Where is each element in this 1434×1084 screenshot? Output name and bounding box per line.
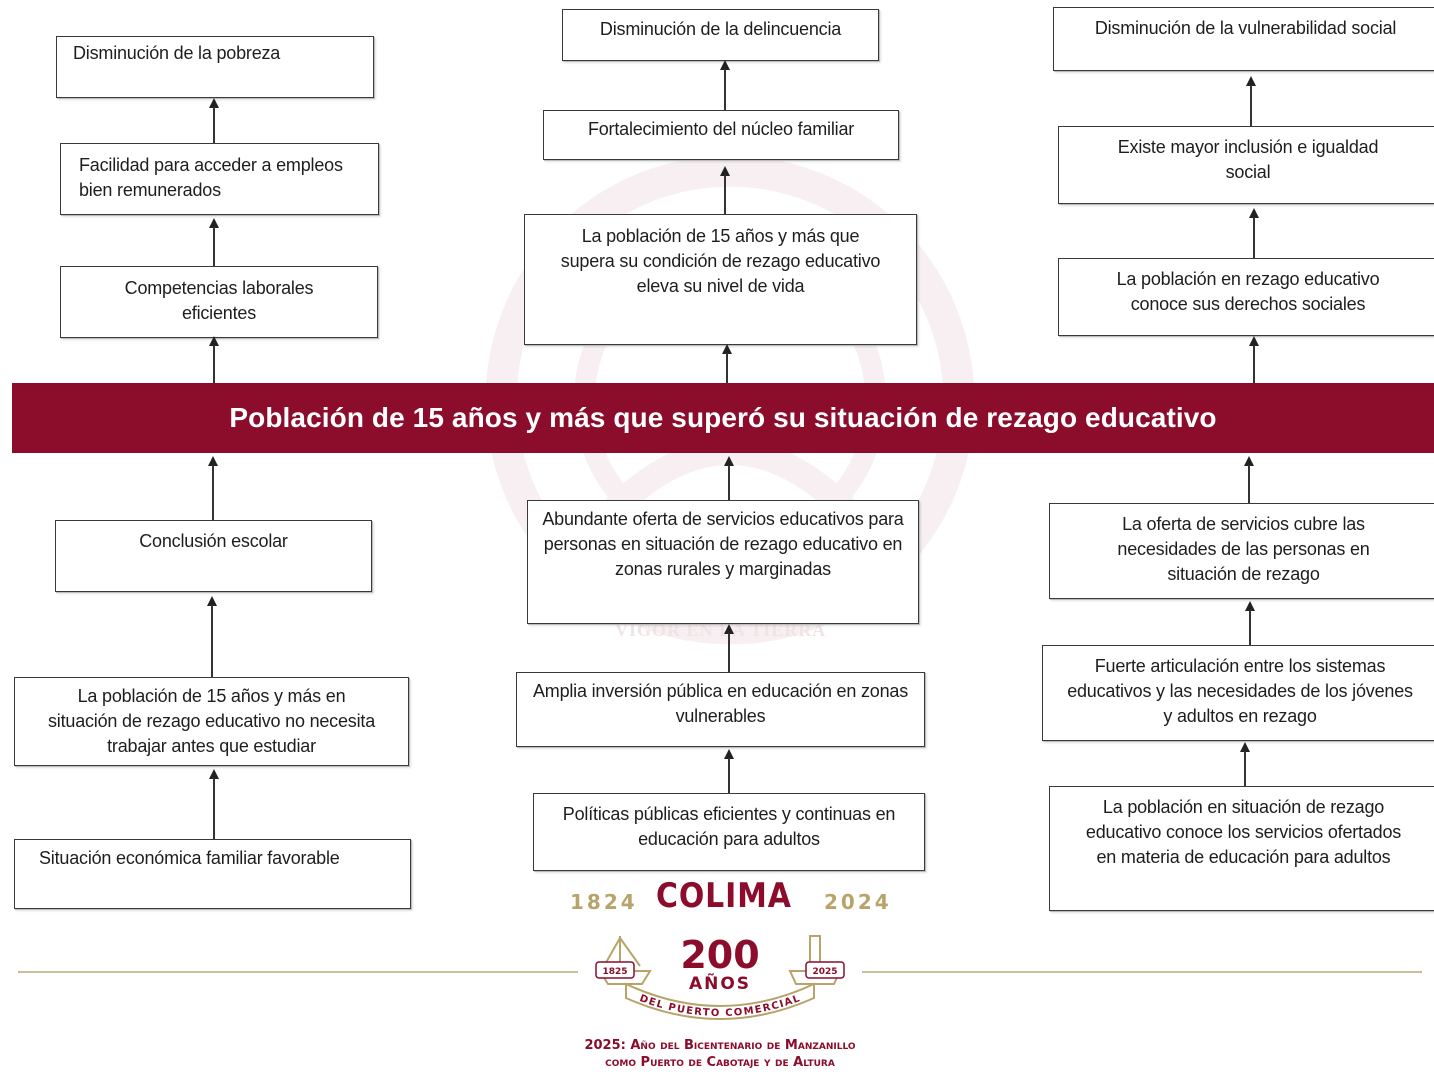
arrow-up-icon <box>724 624 734 672</box>
arrow-up-icon <box>209 98 219 143</box>
arrow-up-icon <box>208 456 218 520</box>
footer-caption: 2025: Año del Bicentenario de Manzanillo… <box>490 1037 950 1071</box>
means-right-1: La oferta de servicios cubre las necesid… <box>1049 503 1434 599</box>
arrow-up-icon <box>1240 742 1250 786</box>
arrow-up-icon <box>207 596 217 677</box>
footer-divider-right <box>862 971 1422 973</box>
arrow-up-icon <box>724 749 734 793</box>
effect-right-3: La población en rezago educativo conoce … <box>1058 258 1434 336</box>
arrow-up-icon <box>209 218 219 266</box>
footer-year-start: 1824 <box>570 890 638 914</box>
arrow-up-icon <box>209 769 219 839</box>
arrow-up-icon <box>724 456 734 500</box>
arrow-up-icon <box>1249 336 1259 383</box>
arrow-up-icon <box>720 60 730 110</box>
arrow-up-icon <box>1245 601 1255 645</box>
effect-left-2: Facilidad para acceder a empleos bien re… <box>60 143 379 215</box>
effect-center-1: Disminución de la delincuencia <box>562 9 879 61</box>
effect-left-1: Disminución de la pobreza <box>56 36 374 98</box>
arrow-up-icon <box>1246 76 1256 126</box>
emblem-number: 200 <box>680 933 759 977</box>
central-objective-banner: Población de 15 años y más que superó su… <box>12 383 1434 453</box>
means-center-1: Abundante oferta de servicios educativos… <box>527 500 919 624</box>
footer-caption-line1: 2025: Año del Bicentenario de Manzanillo <box>584 1038 856 1053</box>
arrow-up-icon <box>1249 208 1259 258</box>
effect-center-3: La población de 15 años y más que supera… <box>524 214 917 345</box>
means-center-3: Políticas públicas eficientes y continua… <box>533 793 925 871</box>
effect-right-1: Disminución de la vulnerabilidad social <box>1053 7 1434 71</box>
effect-right-2: Existe mayor inclusión e igualdad social <box>1058 126 1434 204</box>
arrow-up-icon <box>1244 456 1254 503</box>
effect-left-3: Competencias laborales eficientes <box>60 266 378 338</box>
means-right-3: La población en situación de rezago educ… <box>1049 786 1434 911</box>
emblem-year-left: 1825 <box>602 967 627 977</box>
means-center-2: Amplia inversión pública en educación en… <box>516 672 925 747</box>
footer-caption-line2: como Puerto de Cabotaje y de Altura <box>605 1055 835 1070</box>
footer-year-end: 2024 <box>824 890 892 914</box>
footer-divider-left <box>18 971 578 973</box>
means-left-1: Conclusión escolar <box>55 520 372 592</box>
arrow-up-icon <box>720 166 730 214</box>
means-left-3: Situación económica familiar favorable <box>14 839 411 909</box>
emblem-word: AÑOS <box>689 971 751 994</box>
arrow-up-icon <box>209 336 219 383</box>
arrow-up-icon <box>722 344 732 383</box>
effect-center-2: Fortalecimiento del núcleo familiar <box>543 110 899 160</box>
means-left-2: La población de 15 años y más en situaci… <box>14 677 409 766</box>
footer-brand-colima: COLIMA <box>656 876 792 916</box>
emblem-year-right: 2025 <box>812 967 837 977</box>
watermark-text: VIGOR EN LA TIERRA <box>615 620 827 640</box>
bicentenario-emblem: 1825 2025 200 AÑOS DEL PUERTO COMERCIAL <box>595 933 845 1020</box>
means-right-2: Fuerte articulación entre los sistemas e… <box>1042 645 1434 741</box>
